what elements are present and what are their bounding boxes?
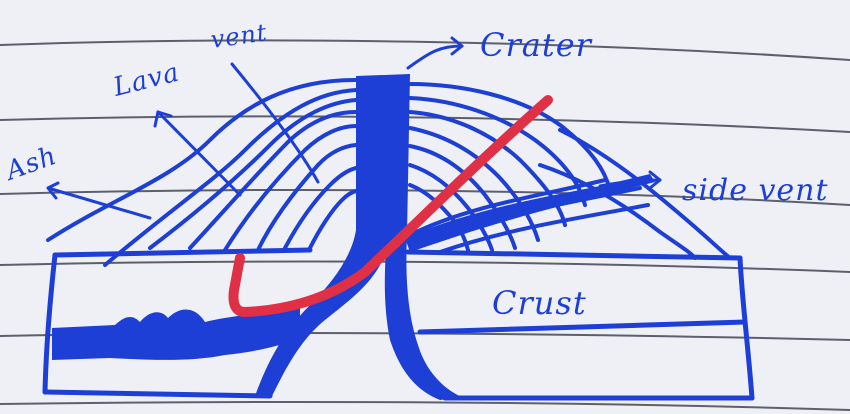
magma-channel xyxy=(52,305,300,360)
main-conduit xyxy=(255,74,462,400)
crust-block xyxy=(42,247,755,401)
label-lava: Lava xyxy=(109,57,182,103)
side-vent xyxy=(405,174,655,252)
label-crater: Crater xyxy=(480,26,593,64)
label-ash: Ash xyxy=(0,141,61,188)
teacher-check-mark xyxy=(228,95,553,317)
pointer-arrows xyxy=(46,36,662,220)
label-vent: vent xyxy=(209,18,269,54)
label-side-vent: side vent xyxy=(682,173,829,208)
label-crust: Crust xyxy=(492,284,587,322)
